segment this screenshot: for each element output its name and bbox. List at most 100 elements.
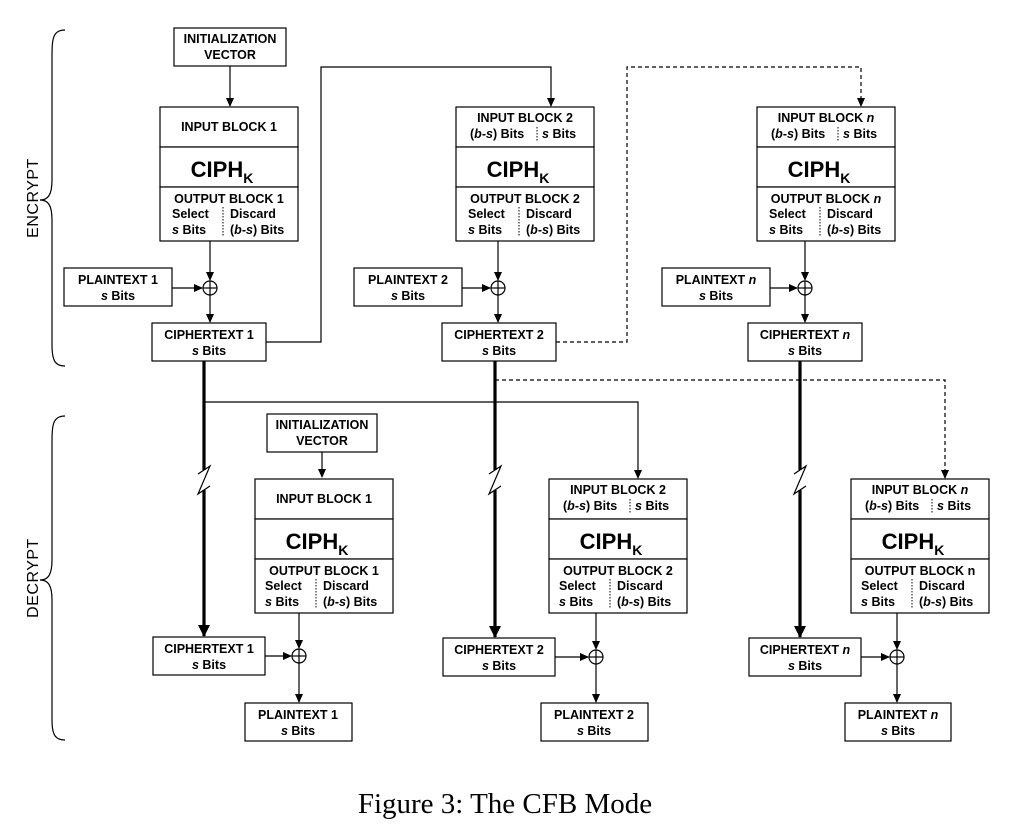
svg-text:CIPHK: CIPHK xyxy=(487,157,550,186)
encrypt-plaintext-n: PLAINTEXT n s Bits xyxy=(661,267,771,307)
svg-text:CIPHERTEXT n: CIPHERTEXT n xyxy=(760,328,851,342)
decrypt-ciphertext-2: CIPHERTEXT 2 s Bits xyxy=(442,637,556,677)
decrypt-xor-1 xyxy=(291,648,307,664)
svg-text:s Bits: s Bits xyxy=(265,595,299,609)
svg-text:CIPHERTEXT 1: CIPHERTEXT 1 xyxy=(164,328,254,342)
svg-text:s Bits: s Bits xyxy=(843,127,877,141)
encrypt-ciphertext-2: CIPHERTEXT 2 s Bits xyxy=(441,322,557,362)
svg-text:OUTPUT BLOCK 1: OUTPUT BLOCK 1 xyxy=(269,564,379,578)
encrypt-plaintext-1: PLAINTEXT 1 s Bits xyxy=(63,267,173,307)
svg-text:(b-s) Bits: (b-s) Bits xyxy=(563,499,617,513)
svg-text:s Bits: s Bits xyxy=(699,289,733,303)
svg-text:OUTPUT BLOCK 2: OUTPUT BLOCK 2 xyxy=(563,564,673,578)
svg-text:Discard: Discard xyxy=(919,579,965,593)
decrypt-ciph-unit-1: INPUT BLOCK 1 CIPHK OUTPUT BLOCK 1 Selec… xyxy=(254,478,394,614)
decrypt-xor-n xyxy=(889,649,905,665)
encrypt-xor-2 xyxy=(490,280,506,296)
decrypt-initialization-vector: INITIALIZATION VECTOR xyxy=(266,413,378,453)
svg-text:CIPHERTEXT 2: CIPHERTEXT 2 xyxy=(454,328,544,342)
svg-text:Discard: Discard xyxy=(230,207,276,221)
svg-text:Discard: Discard xyxy=(526,207,572,221)
svg-text:s Bits: s Bits xyxy=(788,344,822,358)
svg-text:Discard: Discard xyxy=(827,207,873,221)
svg-text:s Bits: s Bits xyxy=(788,659,822,673)
svg-text:(b-s) Bits: (b-s) Bits xyxy=(617,595,671,609)
svg-text:Discard: Discard xyxy=(617,579,663,593)
svg-text:Discard: Discard xyxy=(323,579,369,593)
svg-text:s Bits: s Bits xyxy=(482,344,516,358)
svg-text:INPUT BLOCK n: INPUT BLOCK n xyxy=(778,111,875,125)
svg-text:CIPHK: CIPHK xyxy=(580,529,643,558)
svg-text:VECTOR: VECTOR xyxy=(204,48,256,62)
decrypt-ciphertext-n: CIPHERTEXT n s Bits xyxy=(748,637,862,677)
svg-text:Select: Select xyxy=(468,207,506,221)
svg-text:(b-s) Bits: (b-s) Bits xyxy=(323,595,377,609)
svg-text:Select: Select xyxy=(559,579,597,593)
svg-text:s Bits: s Bits xyxy=(482,659,516,673)
decrypt-plaintext-1: PLAINTEXT 1 s Bits xyxy=(244,702,353,742)
svg-text:Select: Select xyxy=(769,207,807,221)
svg-text:INPUT BLOCK 2: INPUT BLOCK 2 xyxy=(477,111,573,125)
decrypt-brace xyxy=(39,415,66,741)
svg-text:INITIALIZATION: INITIALIZATION xyxy=(276,418,369,432)
encrypt-ciphertext-n: CIPHERTEXT n s Bits xyxy=(747,322,863,362)
svg-text:OUTPUT BLOCK n: OUTPUT BLOCK n xyxy=(865,564,975,578)
svg-text:(b-s) Bits: (b-s) Bits xyxy=(771,127,825,141)
svg-text:INPUT BLOCK 1: INPUT BLOCK 1 xyxy=(276,492,372,506)
encrypt-ciph-unit-2: INPUT BLOCK 2 (b-s) Bits s Bits CIPHK OU… xyxy=(455,106,595,242)
svg-text:s Bits: s Bits xyxy=(281,724,315,738)
svg-text:(b-s) Bits: (b-s) Bits xyxy=(827,223,881,237)
svg-text:OUTPUT BLOCK n: OUTPUT BLOCK n xyxy=(771,192,882,206)
svg-text:s Bits: s Bits xyxy=(101,289,135,303)
svg-text:Select: Select xyxy=(172,207,210,221)
svg-text:PLAINTEXT n: PLAINTEXT n xyxy=(676,273,757,287)
svg-text:(b-s) Bits: (b-s) Bits xyxy=(230,223,284,237)
svg-text:s Bits: s Bits xyxy=(542,127,576,141)
svg-text:s Bits: s Bits xyxy=(937,499,971,513)
decrypt-ciph-unit-n: INPUT BLOCK n (b-s) Bits s Bits CIPHK OU… xyxy=(850,478,990,614)
decrypt-label: DECRYPT xyxy=(25,538,42,618)
svg-text:s Bits: s Bits xyxy=(881,724,915,738)
svg-text:PLAINTEXT n: PLAINTEXT n xyxy=(858,708,939,722)
decrypt-ciph-unit-2: INPUT BLOCK 2 (b-s) Bits s Bits CIPHK OU… xyxy=(548,478,688,614)
svg-text:s Bits: s Bits xyxy=(861,595,895,609)
encrypt-ciphertext-1: CIPHERTEXT 1 s Bits xyxy=(151,322,267,362)
encrypt-ciph-unit-1: INPUT BLOCK 1 CIPHK OUTPUT BLOCK 1 Selec… xyxy=(159,106,299,242)
svg-text:s Bits: s Bits xyxy=(769,223,803,237)
encrypt-xor-1 xyxy=(202,280,218,296)
encrypt-brace xyxy=(39,29,66,367)
decrypt-xor-2 xyxy=(588,649,604,665)
svg-text:Select: Select xyxy=(861,579,899,593)
svg-text:PLAINTEXT 2: PLAINTEXT 2 xyxy=(368,273,448,287)
svg-text:s Bits: s Bits xyxy=(468,223,502,237)
svg-text:INPUT BLOCK 1: INPUT BLOCK 1 xyxy=(181,120,277,134)
svg-text:CIPHERTEXT n: CIPHERTEXT n xyxy=(760,643,851,657)
svg-text:INPUT BLOCK n: INPUT BLOCK n xyxy=(872,483,969,497)
svg-text:OUTPUT BLOCK 1: OUTPUT BLOCK 1 xyxy=(174,192,284,206)
svg-text:CIPHK: CIPHK xyxy=(191,157,254,186)
svg-text:Select: Select xyxy=(265,579,303,593)
svg-text:s Bits: s Bits xyxy=(559,595,593,609)
decrypt-plaintext-2: PLAINTEXT 2 s Bits xyxy=(540,702,649,742)
svg-text:PLAINTEXT 1: PLAINTEXT 1 xyxy=(78,273,158,287)
decrypt-plaintext-n: PLAINTEXT n s Bits xyxy=(844,702,952,742)
encrypt-ciph-unit-n: INPUT BLOCK n (b-s) Bits s Bits CIPHK OU… xyxy=(756,106,896,242)
svg-text:INPUT BLOCK 2: INPUT BLOCK 2 xyxy=(570,483,666,497)
svg-text:CIPHERTEXT 1: CIPHERTEXT 1 xyxy=(164,642,254,656)
svg-text:s Bits: s Bits xyxy=(391,289,425,303)
decrypt-ciphertext-1: CIPHERTEXT 1 s Bits xyxy=(152,636,266,676)
svg-text:(b-s) Bits: (b-s) Bits xyxy=(919,595,973,609)
svg-text:(b-s) Bits: (b-s) Bits xyxy=(526,223,580,237)
svg-text:CIPHK: CIPHK xyxy=(788,157,851,186)
svg-text:CIPHK: CIPHK xyxy=(286,529,349,558)
encrypt-label: ENCRYPT xyxy=(25,158,42,238)
svg-text:CIPHERTEXT 2: CIPHERTEXT 2 xyxy=(454,643,544,657)
svg-text:PLAINTEXT 1: PLAINTEXT 1 xyxy=(258,708,338,722)
svg-text:s Bits: s Bits xyxy=(577,724,611,738)
svg-text:s Bits: s Bits xyxy=(192,658,226,672)
svg-text:INITIALIZATION: INITIALIZATION xyxy=(184,32,277,46)
svg-text:(b-s) Bits: (b-s) Bits xyxy=(865,499,919,513)
svg-text:s Bits: s Bits xyxy=(172,223,206,237)
svg-text:OUTPUT BLOCK 2: OUTPUT BLOCK 2 xyxy=(470,192,580,206)
